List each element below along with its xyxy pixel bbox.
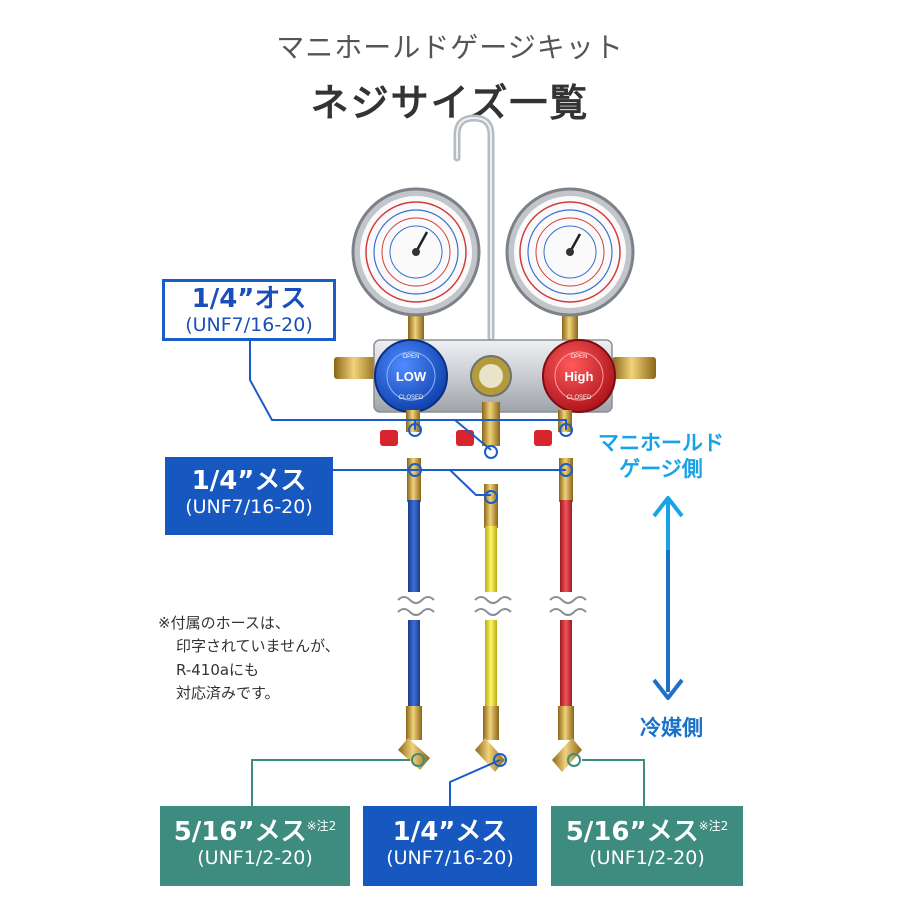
refrigerant-side-label: 冷媒側: [640, 716, 703, 740]
bottom-center-size: 1/4”メス: [392, 817, 508, 847]
male-fitting-thread: (UNF7/16-20): [185, 313, 313, 336]
low-knob-closed: CLOSED: [399, 395, 424, 401]
label-bottom-center: 1/4”メス (UNF7/16-20): [363, 806, 537, 886]
label-male-fitting: 1/4”オス (UNF7/16-20): [162, 279, 336, 341]
high-knob-closed: CLOSED: [567, 395, 592, 401]
female-manifold-thread: (UNF7/16-20): [185, 495, 313, 518]
yellow-hose-lower: [485, 620, 497, 708]
bottom-center-thread: (UNF7/16-20): [386, 846, 514, 869]
hose-note: ※付属のホースは、 印字されていませんが、 R-410aにも 対応済みです。: [158, 612, 340, 705]
label-female-manifold: 1/4”メス (UNF7/16-20): [165, 457, 333, 535]
manifold-side-line1: マニホールド: [598, 431, 724, 455]
title-block: マニホールドゲージキット ネジサイズ一覧: [0, 26, 900, 127]
blue-hose-lower: [408, 620, 420, 708]
direction-double-arrow: [652, 496, 684, 700]
bottom-right-leader: [567, 753, 645, 806]
bottom-left-size: 5/16”メス: [173, 817, 307, 847]
low-knob-label: LOW: [396, 369, 427, 384]
note-line: ※付属のホースは、: [158, 614, 290, 632]
manifold-side-line2: ゲージ側: [619, 457, 703, 482]
note-line: R-410aにも: [176, 660, 260, 679]
red-hose-upper: [560, 500, 572, 592]
bottom-left-leader: [251, 753, 425, 806]
high-pressure-gauge: [505, 187, 635, 317]
low-pressure-gauge: [351, 187, 481, 317]
bottom-left-thread: (UNF1/2-20): [197, 846, 313, 869]
bottom-right-thread: (UNF1/2-20): [589, 846, 705, 869]
title-line1: マニホールドゲージキット: [276, 31, 624, 64]
yellow-hose-upper: [485, 526, 497, 592]
bottom-right-note: ※注2: [698, 819, 729, 833]
high-knob-label: High: [565, 369, 594, 384]
manifold-side-label: マニホールド ゲージ側: [598, 430, 724, 483]
male-leader-lines: [249, 341, 573, 459]
note-line: 対応済みです。: [176, 683, 280, 702]
female-leader-lines: [333, 463, 573, 504]
label-bottom-right: 5/16”メス※注2 (UNF1/2-20): [551, 806, 743, 886]
bottom-center-leader: [449, 753, 507, 806]
bottom-left-note: ※注2: [306, 819, 337, 833]
male-fitting-size: 1/4”オス: [191, 284, 307, 314]
red-hose-lower: [560, 620, 572, 708]
high-valve-knob: [542, 339, 616, 413]
low-knob-open: OPEN: [402, 354, 419, 360]
high-knob-open: OPEN: [570, 354, 587, 360]
blue-hose-upper: [408, 500, 420, 592]
label-bottom-left: 5/16”メス※注2 (UNF1/2-20): [160, 806, 350, 886]
note-line: 印字されていませんが、: [176, 637, 340, 656]
bottom-right-size: 5/16”メス: [565, 817, 699, 847]
title-line2: ネジサイズ一覧: [310, 81, 590, 125]
female-manifold-size: 1/4”メス: [191, 466, 307, 496]
